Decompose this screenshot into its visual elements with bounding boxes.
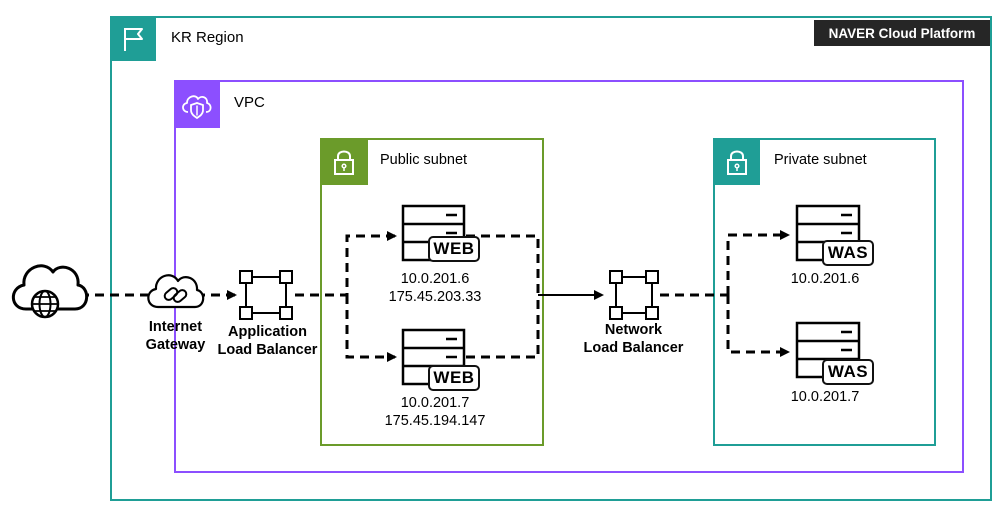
network-lb-label-line1: Network bbox=[604, 322, 663, 338]
web-server-1-public-ip: 175.45.203.33 bbox=[388, 289, 482, 305]
web-server-2-tag: WEB bbox=[428, 365, 480, 391]
vpc-label: VPC bbox=[234, 94, 265, 111]
connector-web2-to-nlb bbox=[466, 295, 540, 359]
vpc-tag bbox=[174, 80, 220, 128]
region-tag bbox=[110, 16, 156, 61]
region-label: KR Region bbox=[171, 29, 244, 46]
lock-icon bbox=[726, 150, 747, 175]
application-lb-label: Application Load Balancer bbox=[210, 323, 325, 359]
application-lb-label-line2: Load Balancer bbox=[217, 342, 318, 358]
load-balancer-icon bbox=[609, 270, 659, 320]
kr-region-container bbox=[110, 16, 992, 501]
link-cloud-icon bbox=[147, 274, 205, 309]
was-server-2-tag: WAS bbox=[822, 359, 874, 385]
web-server-1-tag: WEB bbox=[428, 236, 480, 262]
brand-badge: NAVER Cloud Platform bbox=[814, 20, 990, 46]
internet-gateway-label: Internet Gateway bbox=[128, 318, 223, 354]
network-lb-label-line2: Load Balancer bbox=[583, 340, 684, 356]
lock-icon bbox=[334, 150, 354, 175]
cloud-shield-icon bbox=[182, 95, 212, 120]
web-server-1-private-ip: 10.0.201.6 bbox=[400, 271, 470, 287]
load-balancer-icon bbox=[239, 270, 293, 320]
network-lb-label: Network Load Balancer bbox=[576, 321, 691, 357]
web-server-2-private-ip: 10.0.201.7 bbox=[400, 395, 470, 411]
public-subnet-label: Public subnet bbox=[380, 152, 468, 168]
private-subnet-container bbox=[713, 138, 936, 446]
private-subnet-tag bbox=[713, 138, 760, 185]
private-subnet-label: Private subnet bbox=[774, 152, 867, 168]
was-server-1-tag: WAS bbox=[822, 240, 874, 266]
public-subnet-container bbox=[320, 138, 544, 446]
public-subnet-tag bbox=[320, 138, 368, 185]
connector-alb-to-web2 bbox=[345, 295, 397, 362]
web-server-2-public-ip: 175.45.194.147 bbox=[384, 413, 486, 429]
connector-web1-to-nlb bbox=[466, 234, 540, 295]
was-server-2-private-ip: 10.0.201.7 bbox=[790, 389, 860, 405]
internet-gateway-label-line2: Gateway bbox=[145, 337, 206, 353]
connector-alb-to-web1 bbox=[295, 231, 397, 297]
internet-cloud-icon bbox=[11, 264, 89, 319]
application-lb-label-line1: Application bbox=[228, 324, 307, 340]
connector-nlb-to-was2 bbox=[726, 295, 790, 357]
flag-icon bbox=[124, 27, 143, 51]
internet-gateway-label-line1: Internet bbox=[148, 319, 203, 335]
connector-nlb-to-was1 bbox=[726, 230, 790, 295]
was-server-1-private-ip: 10.0.201.6 bbox=[790, 271, 860, 287]
